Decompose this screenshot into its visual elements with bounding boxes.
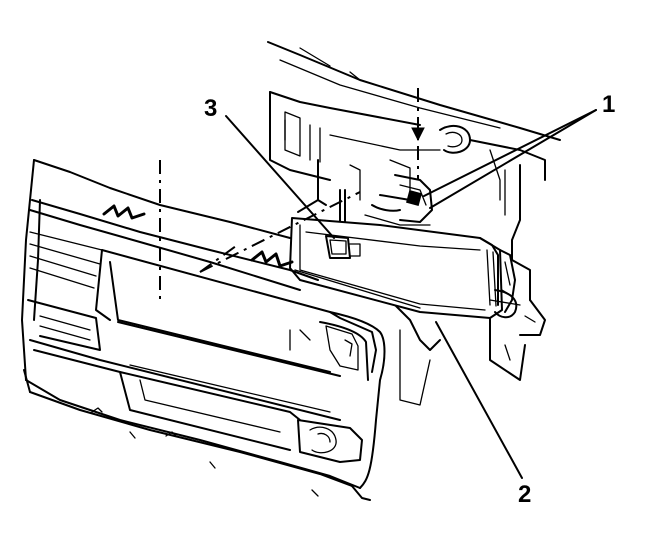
leader-line-3 (225, 115, 335, 239)
fog-lamp-assembly (289, 217, 521, 319)
leader-line-1 (423, 109, 597, 197)
grille-bumper-assembly (21, 159, 386, 501)
leader-line-2 (435, 321, 523, 479)
callout-1: 1 (602, 91, 615, 118)
leader-lines (225, 109, 597, 479)
alignment-lines (159, 88, 419, 300)
body-structure (267, 41, 561, 406)
wiring-connector (339, 174, 433, 231)
leader-line-1b (429, 109, 597, 209)
callout-2: 2 (518, 481, 531, 508)
arrowheads (411, 127, 425, 142)
callout-3: 3 (204, 95, 217, 122)
